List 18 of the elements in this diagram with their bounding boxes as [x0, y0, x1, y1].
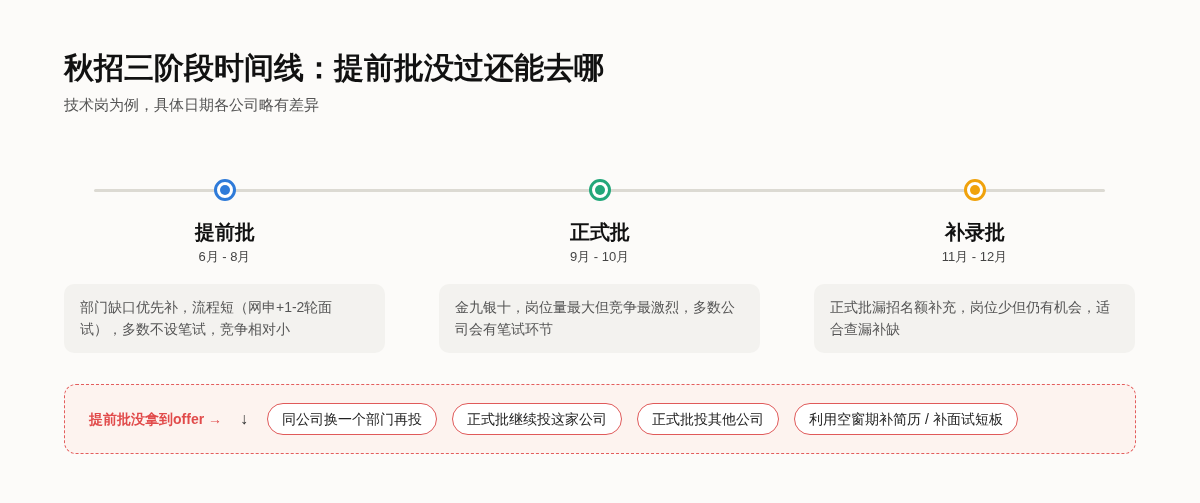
stage-title: 提前批	[194, 220, 255, 244]
option-tag: 正式批投其他公司	[637, 403, 779, 435]
stage-title: 正式批	[569, 220, 630, 244]
alternatives-panel	[64, 384, 1136, 454]
subtitle: 技术岗为例，具体日期各公司略有差异	[64, 95, 319, 115]
description-card: 金九银十，岗位量最大但竞争最激烈，多数公司会有笔试环节	[439, 284, 760, 353]
description-card: 正式批漏招名额补充，岗位少但仍有机会，适合查漏补缺	[814, 284, 1135, 353]
panel-heading: 提前批没拿到offer →	[89, 410, 222, 429]
stage-title: 补录批	[944, 220, 1005, 244]
date-range: 9月 - 10月	[569, 248, 630, 266]
description-card: 部门缺口优先补，流程短（网申+1-2轮面试），多数不设笔试，竞争相对小	[64, 284, 385, 353]
option-tag: 利用空窗期补简历 / 补面试短板	[794, 403, 1018, 435]
option-tag: 正式批继续投这家公司	[452, 403, 622, 435]
date-range: 11月 - 12月	[941, 248, 1008, 266]
page-title: 秋招三阶段时间线：提前批没过还能去哪	[64, 50, 604, 86]
arrow-symbol: ↓	[240, 409, 248, 429]
date-range: 6月 - 8月	[198, 248, 251, 266]
option-tag: 同公司换一个部门再投	[267, 403, 437, 435]
